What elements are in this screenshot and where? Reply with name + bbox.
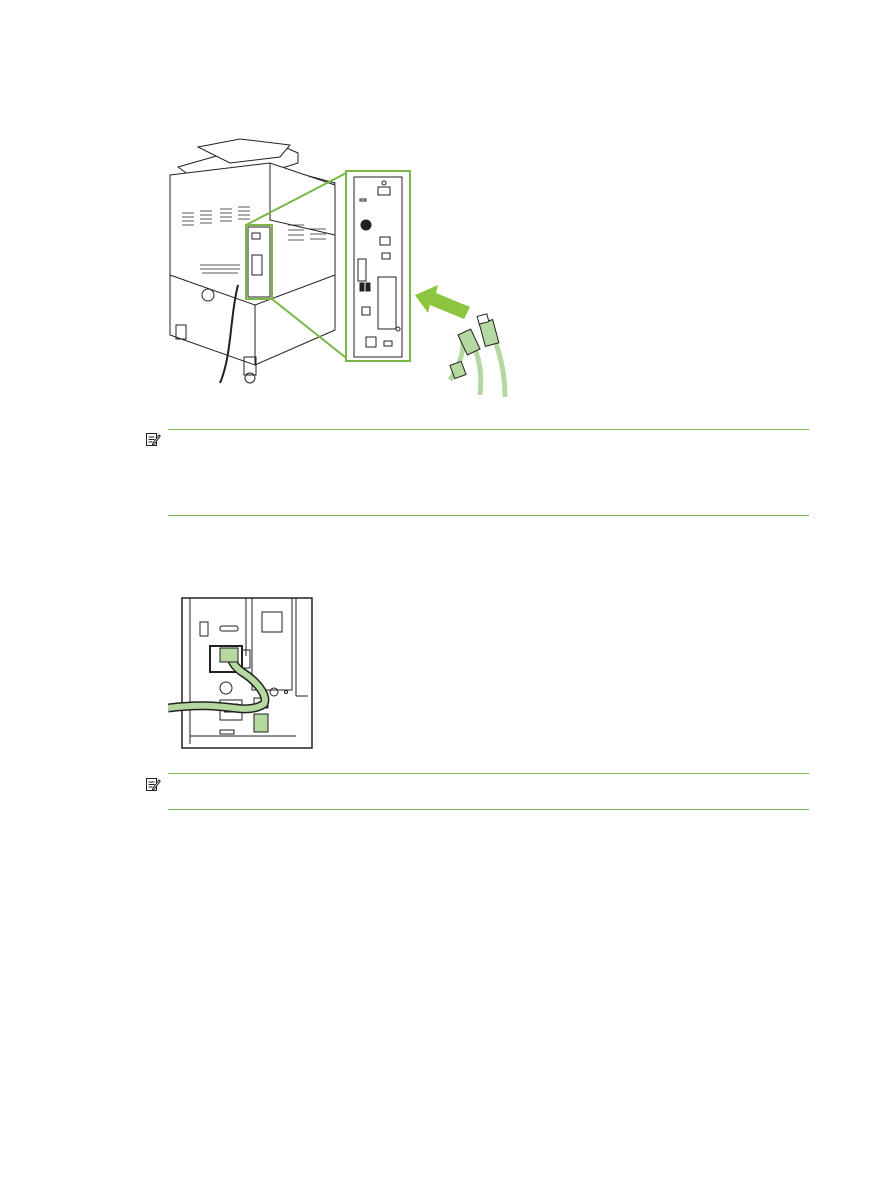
note-top-rule <box>168 429 809 430</box>
note-bottom-rule <box>168 809 809 810</box>
note-icon <box>146 433 161 446</box>
insertion-arrow-icon <box>415 285 470 319</box>
note-bottom-rule <box>168 515 809 516</box>
note-icon <box>146 778 161 791</box>
printer-rear-ports-illustration <box>169 138 508 398</box>
note-top-rule <box>168 773 809 774</box>
network-cable-connection-illustration <box>168 597 313 749</box>
